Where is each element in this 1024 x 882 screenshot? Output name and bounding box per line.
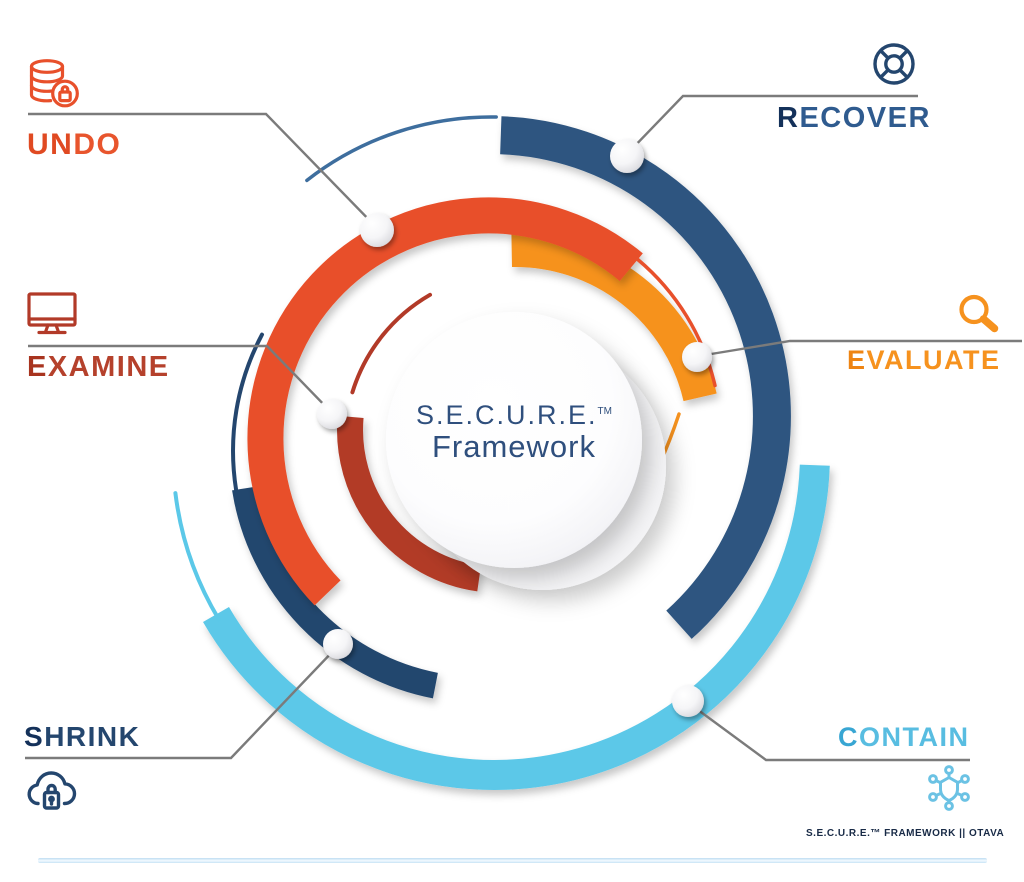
shrink-label-bold: S [24,721,45,752]
contain-marker-ball [672,685,704,717]
contain-label: CONTAIN [838,724,970,751]
recover-label-bold: R [777,102,800,134]
undo-marker-ball [360,213,394,247]
lightblue-tail-arc [173,491,221,622]
cloud-lock-icon [25,765,77,822]
center-title: S.E.C.U.R.E.TM [384,400,644,430]
contain-connector-line [689,703,970,762]
lightblue-outer-arc [203,464,830,790]
navy-mid-arc [232,486,438,699]
database-lock-icon [26,58,80,113]
connector-lines [25,94,1022,762]
evaluate-label-rest: VALUATE [866,345,1001,375]
vermilion-arc [247,197,643,606]
recover-label-rest: ECOVER [799,102,931,134]
center-title-block: S.E.C.U.R.E.TM Framework [384,400,644,465]
undo-connector-line [28,112,378,229]
evaluate-label-bold: E [847,345,867,375]
shield-network-icon [926,763,972,818]
evaluate-marker-ball [682,342,712,372]
evaluate-connector-line [698,339,1022,358]
recover-label: RECOVER [777,104,931,133]
shrink-connector-line [25,647,337,760]
navy-outer-arc [500,116,791,639]
recover-connector-line [627,94,918,154]
brick-thin-arc [350,292,432,395]
trademark-sup: TM [597,406,612,417]
shrink-marker-ball [323,629,353,659]
evaluate-label: EVALUATE [847,347,1001,374]
contain-label-rest: ONTAIN [859,722,970,752]
vermilion-tail-arc [636,257,717,388]
center-coin-front [386,312,642,568]
magnifier-icon [956,293,1002,340]
navy-mid-lead-arc [231,332,264,492]
brick-arc [337,415,482,592]
center-coin [386,312,666,590]
shrink-label-rest: HRINK [44,721,141,752]
watermark-text: S.E.C.U.R.E.™ FRAMEWORK || OTAVA [806,828,1005,839]
center-title-text: S.E.C.U.R.E. [416,400,598,430]
recover-marker-ball [610,139,644,173]
navy-lead-arc [305,115,498,183]
undo-label: UNDO [27,130,121,160]
examine-marker-ball [317,399,347,429]
examine-label: EXAMINE [27,353,170,382]
undo-label-rest: DO [73,128,122,161]
undo-label-bold: UN [27,128,74,161]
examine-label-rest: XAMINE [47,351,170,383]
shrink-label: SHRINK [24,723,140,751]
ring-arcs [173,115,830,790]
center-subtitle: Framework [431,429,596,465]
examine-label-bold: E [27,351,48,383]
contain-label-bold: C [838,722,859,752]
examine-connector-line [28,344,332,413]
lifebuoy-icon [871,41,917,92]
bottom-divider-line [38,858,987,863]
marker-balls [317,139,712,717]
monitor-icon [26,291,78,342]
